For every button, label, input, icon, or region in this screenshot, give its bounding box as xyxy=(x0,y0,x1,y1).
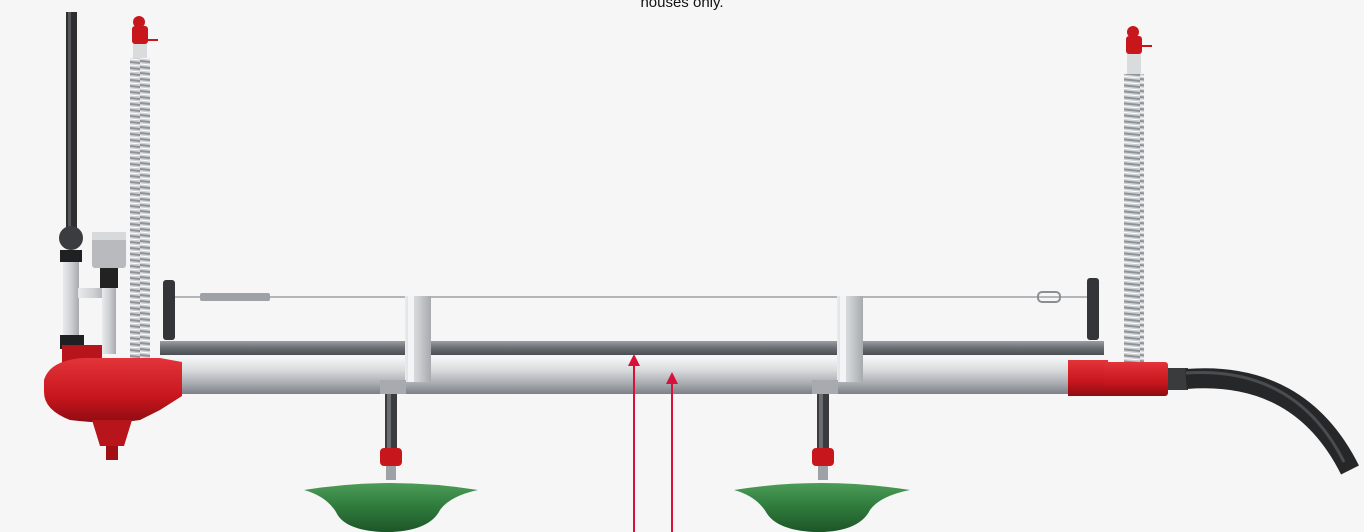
drinker-pan-left xyxy=(304,483,478,532)
end-fitting xyxy=(1068,360,1188,396)
saddle-clamp-right xyxy=(812,296,863,394)
caption-text: houses only. xyxy=(640,0,724,11)
winch-spring-right xyxy=(1124,26,1152,364)
water-pipe xyxy=(170,358,1080,394)
support-bar xyxy=(160,341,1104,355)
pointer-arrow-pipe xyxy=(666,372,678,532)
supply-column xyxy=(59,12,126,354)
flexible-hose-highlight xyxy=(1185,371,1346,463)
drinker-pan-right xyxy=(734,483,910,532)
saddle-clamp-left xyxy=(380,296,431,394)
winch-spring-left xyxy=(130,16,158,358)
flexible-hose xyxy=(1185,368,1359,475)
end-post-left xyxy=(163,280,175,340)
end-post-right xyxy=(1087,278,1099,340)
tension-wire xyxy=(175,291,1087,303)
drinker-right xyxy=(734,394,910,532)
pointer-arrow-bar xyxy=(628,354,640,532)
drinker-left xyxy=(304,394,478,532)
pressure-regulator xyxy=(44,345,182,460)
